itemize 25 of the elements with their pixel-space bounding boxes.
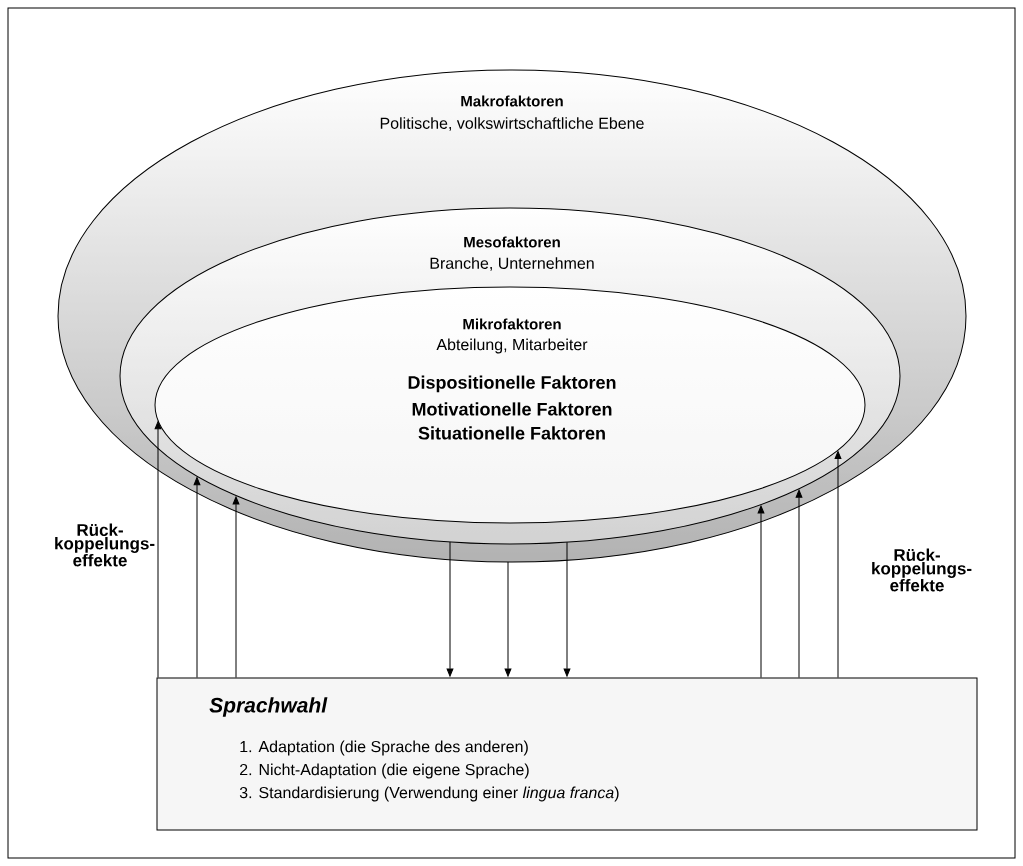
arrow: [795, 489, 803, 678]
text: 2. Nicht-Adaptation (die eigene Sprache): [240, 763, 529, 779]
side-label: Rück- koppelungs- effekte: [55, 523, 155, 567]
arrow: [834, 450, 842, 678]
text: Motivationelle Faktoren: [412, 402, 612, 416]
text: 3. Standardisierung (Verwendung einer lingua franca): [239, 786, 619, 802]
arrow: [446, 541, 454, 677]
text: Situationelle Faktoren: [418, 426, 605, 440]
side-label: Rück- koppelungs- effekte: [872, 548, 972, 592]
text: Mikrofaktoren: [463, 318, 561, 330]
text: Politische, volkswirtschaftliche Ebene: [380, 117, 644, 131]
text: Sprachwahl: [209, 697, 328, 717]
arrow: [757, 505, 765, 678]
text: Mesofaktoren: [464, 236, 560, 248]
text: Branche, Unternehmen: [430, 257, 594, 271]
arrow: [504, 561, 512, 677]
text: Abteilung, Mitarbeiter: [436, 338, 588, 354]
text: Dispositionelle Faktoren: [408, 375, 616, 393]
arrow: [563, 541, 571, 677]
arrow: [154, 421, 162, 678]
text: Makrofaktoren: [461, 95, 563, 107]
arrow: [193, 477, 201, 678]
text: 1. Adaptation (die Sprache des anderen): [240, 740, 528, 756]
arrow: [232, 496, 240, 678]
box: [156, 677, 978, 831]
